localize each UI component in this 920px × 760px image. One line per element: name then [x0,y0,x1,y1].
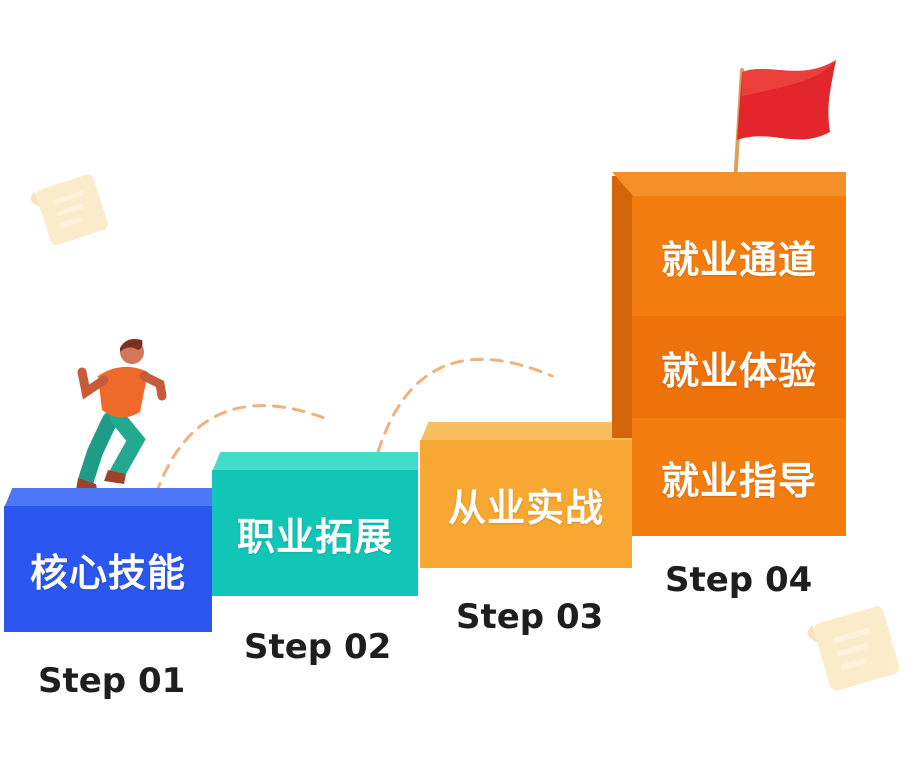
step2-title: 职业拓展 [236,514,393,559]
step2-top-face [212,452,418,472]
step3-top-face [420,422,632,442]
step4-item-3-text: 就业指导 [660,458,817,503]
dashed-arc [154,404,332,496]
step1-title: 核心技能 [29,550,186,595]
step2-label: Step 02 [244,627,392,667]
step4-item-2-text: 就业体验 [660,348,817,393]
step4-item-1-text: 就业通道 [660,237,817,282]
step4-side-face [612,176,634,438]
step1-block: 核心技能 [4,506,212,632]
step1-top-face [4,488,212,508]
red-flag [716,60,836,189]
step4-item-1: 就业通道 [632,196,846,316]
step2-block: 职业拓展 [212,470,418,596]
step3-block: 从业实战 [420,440,632,568]
step4-item-2: 就业体验 [632,316,846,418]
runner-figure [76,339,167,494]
paper-scroll-icon [30,174,109,246]
paper-scroll-icon [807,606,900,691]
dashed-arc [376,357,554,454]
step4-label: Step 04 [665,560,813,600]
step4-top-face [612,172,846,196]
step3-title: 从业实战 [447,485,604,530]
step3-label: Step 03 [456,597,604,637]
step1-label: Step 01 [38,661,186,701]
step4-item-3: 就业指导 [632,418,846,536]
